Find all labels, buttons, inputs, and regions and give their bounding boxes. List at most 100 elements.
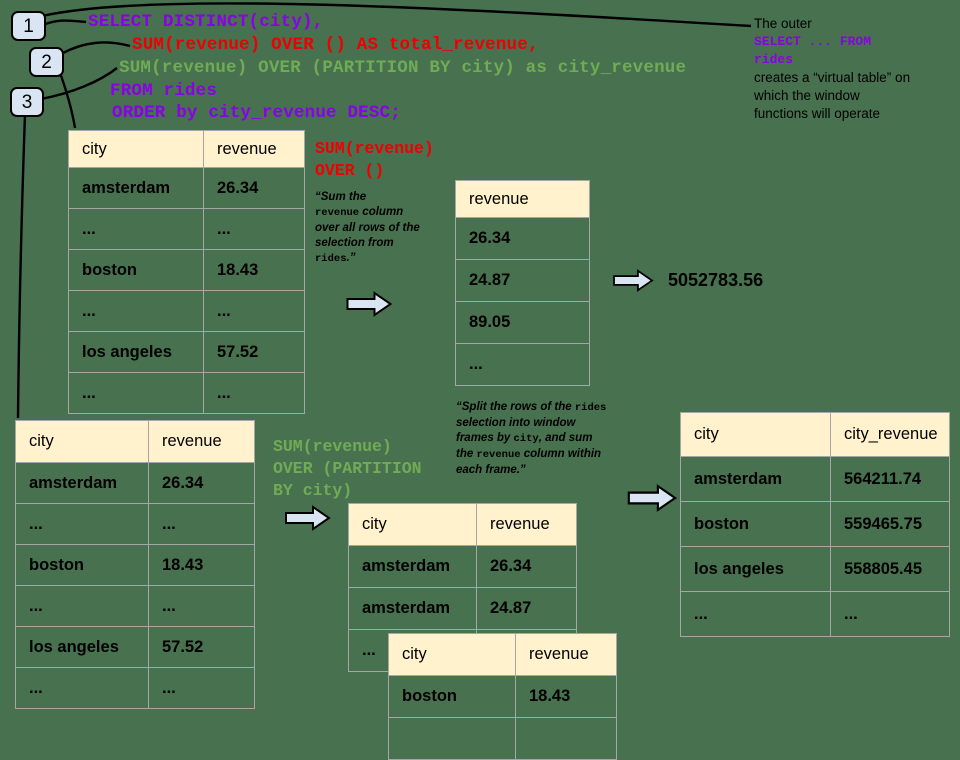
column-header: revenue	[148, 420, 255, 463]
quote-line: “Sum the	[315, 191, 367, 203]
code-fragment: SUM(revenue)	[315, 139, 434, 158]
table-cell: boston	[680, 501, 831, 547]
table-cell: 24.87	[476, 587, 577, 630]
quote-line: frames by city, and sum	[456, 432, 593, 445]
table-cell: 559465.75	[830, 501, 950, 547]
table-cell	[515, 717, 617, 760]
callout-badge-2: 2	[29, 47, 64, 77]
table-cell: ...	[15, 585, 149, 627]
column-header: revenue	[476, 503, 577, 546]
sql-line-order: ORDER by city_revenue DESC;	[112, 103, 401, 123]
note-text-line: The outer	[754, 16, 812, 31]
outer-select-note: The outer SELECT ... FROM rides creates …	[754, 15, 959, 123]
total-revenue-value: 5052783.56	[668, 270, 764, 290]
table-row: ......	[680, 591, 950, 637]
table-row: 89.05	[455, 301, 590, 344]
flow-arrow-icon	[627, 484, 678, 512]
table-cell: ...	[680, 591, 831, 637]
table-cell: ...	[203, 372, 305, 414]
connector-callout1-to-select	[42, 19, 87, 27]
column-header: city	[388, 633, 516, 676]
table-cell: 18.43	[203, 249, 305, 291]
column-header: revenue	[455, 180, 590, 218]
quote-line: “Split the rows of the rides	[456, 401, 607, 414]
code-fragment: OVER (PARTITION	[273, 459, 422, 478]
table-cell: amsterdam	[68, 167, 204, 209]
table-row: ...	[455, 343, 590, 386]
quote-line: rides.”	[315, 252, 356, 265]
connector-callout2-to-source-table	[57, 69, 77, 129]
quote-line: selection from	[315, 237, 394, 249]
table-cell: los angeles	[680, 546, 831, 592]
note-text-line: functions will operate	[754, 106, 881, 121]
sql-line-sum-total: SUM(revenue) OVER () AS total_revenue,	[132, 35, 539, 55]
table-cell: los angeles	[68, 331, 204, 373]
connector-callout1-to-note	[41, 2, 752, 28]
table-cell: amsterdam	[348, 545, 477, 588]
table-cell: 18.43	[515, 675, 617, 718]
connector-lines	[16, 2, 752, 419]
table-cell: los angeles	[15, 626, 149, 668]
table-cell: amsterdam	[348, 587, 477, 630]
note-text-line: which the window	[754, 88, 860, 103]
flow-arrow-icon	[346, 291, 393, 317]
table-cell: 57.52	[203, 331, 305, 373]
table-cell: 26.34	[455, 217, 590, 260]
quote-line: revenue column	[315, 206, 404, 219]
column-header: city	[68, 130, 204, 168]
partition-sum-quote: “Split the rows of the rides selection in…	[456, 400, 638, 478]
table-row: ......	[15, 503, 255, 545]
table-cell: 26.34	[203, 167, 305, 209]
table-cell: ...	[455, 343, 590, 386]
quote-line: the revenue column within	[456, 448, 602, 461]
table-cell: ...	[15, 503, 149, 545]
callout-badge-1: 1	[11, 11, 46, 41]
column-header: city_revenue	[830, 412, 950, 457]
table-row: 24.87	[455, 259, 590, 302]
table-cell: ...	[68, 208, 204, 250]
table-cell: 564211.74	[830, 456, 950, 502]
table-cell: ...	[68, 372, 204, 414]
quote-line: each frame.”	[456, 464, 526, 476]
partition-sum-function-label: SUM(revenue) OVER (PARTITION BY city)	[273, 436, 422, 502]
code-fragment: SUM(revenue)	[273, 437, 392, 456]
connector-callout3-to-sum-partition	[40, 67, 118, 101]
table-cell: boston	[388, 675, 516, 718]
table-cell: boston	[68, 249, 204, 291]
table-cell: 18.43	[148, 544, 255, 586]
table-cell: ...	[148, 503, 255, 545]
column-header: city	[680, 412, 831, 457]
connector-callout3-to-bottom-table	[16, 113, 27, 419]
table-cell: 26.34	[476, 545, 577, 588]
flow-arrow-icon	[613, 269, 654, 292]
table-cell: ...	[203, 290, 305, 332]
quote-line: over all rows of the	[315, 222, 420, 234]
code-fragment: BY city)	[273, 481, 353, 500]
note-text-line: creates a “virtual table” on	[754, 70, 911, 85]
sql-line-select: SELECT DISTINCT(city),	[88, 12, 324, 32]
table-cell: ...	[203, 208, 305, 250]
sql-line-sum-partition: SUM(revenue) OVER (PARTITION BY city) as…	[119, 58, 687, 78]
table-cell: amsterdam	[680, 456, 831, 502]
table-row: ......	[15, 585, 255, 627]
table-cell: ...	[15, 667, 149, 709]
flow-arrow-icon	[285, 505, 331, 531]
quote-line: selection into window	[456, 417, 576, 429]
table-cell: ...	[830, 591, 950, 637]
connector-callout2-to-sum-total	[60, 41, 131, 56]
